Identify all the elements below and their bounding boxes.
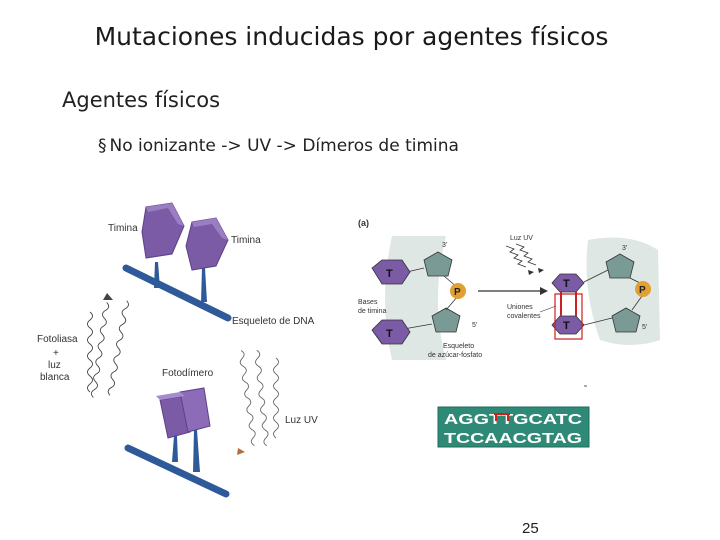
bullet-marker: § — [98, 136, 107, 156]
label-uv: Luz UV — [510, 235, 533, 242]
glycosidic-bond — [583, 317, 613, 326]
thymine-label: T — [563, 278, 570, 290]
base-stalk — [201, 268, 207, 302]
thymine-label: T — [563, 320, 570, 332]
label-dna-skeleton: Esqueleto de DNA — [232, 316, 315, 327]
wave-arrowhead — [103, 293, 113, 300]
phosphate-label: P — [639, 285, 646, 296]
prime-label: 5' — [472, 322, 477, 329]
prime-label: 3' — [442, 242, 447, 249]
thymine-label: T — [386, 268, 393, 280]
phosphate — [635, 281, 651, 297]
sugar-pentagon — [605, 253, 635, 279]
uv-zigzag-arrow — [505, 245, 527, 268]
uv-light-wave — [273, 357, 279, 439]
left-figure: Timina Timina Esqueleto de DNA Fotoliasa… — [37, 202, 318, 498]
wave-arrowhead — [237, 448, 245, 455]
base-stalk — [193, 430, 200, 472]
phosphate-label: P — [454, 287, 461, 298]
section-heading: Agentes físicos — [62, 88, 221, 112]
base-stalk — [154, 262, 160, 288]
uv-light-wave — [239, 350, 256, 446]
dimer-highlight — [554, 293, 583, 340]
label-esqueleto: Esqueleto — [443, 343, 474, 350]
photodimer-top — [156, 392, 185, 400]
label-luz: luz — [48, 360, 61, 371]
pointer-line — [539, 305, 557, 313]
sequence-strand-bottom: TCCAACGTAG — [444, 430, 582, 447]
slide-title: Mutaciones inducidas por agentes físicos — [94, 22, 609, 51]
bullet-item: §No ionizante -> UV -> Dímeros de timina — [98, 136, 459, 156]
white-light-wave — [90, 302, 110, 398]
prime-label: 3' — [622, 245, 627, 252]
sugar-pentagon — [431, 307, 461, 333]
white-light-wave — [87, 311, 93, 393]
label-timina: Timina — [108, 223, 138, 234]
sugar-pentagon — [423, 251, 453, 277]
right-figure: (a) P T T 3' 5' Bases de timina Esquelet… — [358, 218, 660, 387]
strand-background — [586, 237, 660, 345]
white-light-wave — [107, 300, 129, 396]
page-number: 25 — [522, 520, 539, 537]
sugar-pentagon — [611, 307, 641, 333]
label-blanca: blanca — [40, 372, 70, 383]
thymine-hexagon-highlight — [192, 218, 228, 240]
thymine-label: T — [386, 328, 393, 340]
label-fotodimero: Fotodímero — [162, 368, 214, 379]
label-luz-uv: Luz UV — [285, 415, 318, 426]
dna-backbone-lower — [124, 444, 230, 498]
dna-backbone-upper — [122, 264, 232, 322]
label-uniones: covalentes — [507, 313, 541, 320]
label-bases: Bases — [358, 299, 378, 306]
thymine-base — [371, 319, 411, 345]
label-uniones: Uniones — [507, 304, 533, 311]
label-timina: Timina — [231, 235, 261, 246]
sequence-background — [438, 407, 589, 447]
thymine-base — [371, 259, 411, 285]
phosphate — [450, 283, 466, 299]
arrowhead — [528, 270, 534, 275]
sequence-strand-top: AGGTTGCATC — [444, 411, 582, 428]
label-bases: de timina — [358, 308, 387, 315]
arrowhead — [538, 268, 544, 273]
sequence-border — [437, 406, 590, 448]
panel-letter: (a) — [358, 218, 369, 228]
label-esqueleto: de azúcar-fosfato — [428, 352, 482, 359]
glycosidic-bond — [583, 269, 609, 283]
prime-label: 5' — [642, 324, 647, 331]
bullet-text: No ionizante -> UV -> Dímeros de timina — [109, 136, 459, 156]
photodimer-block — [179, 387, 211, 433]
base-stalk — [172, 436, 178, 462]
thymine-hexagon — [185, 217, 229, 271]
uv-light-wave — [255, 349, 269, 447]
label-plus: + — [53, 348, 59, 359]
reaction-arrowhead — [540, 287, 548, 295]
thymine-hexagon-highlight — [146, 203, 184, 226]
uv-zigzag-arrow — [515, 243, 537, 266]
label-fotoliasa: Fotoliasa — [37, 334, 78, 345]
backbone-bond — [631, 295, 643, 311]
sequence-box: AGGTTGCATC TCCAACGTAG — [437, 406, 590, 448]
